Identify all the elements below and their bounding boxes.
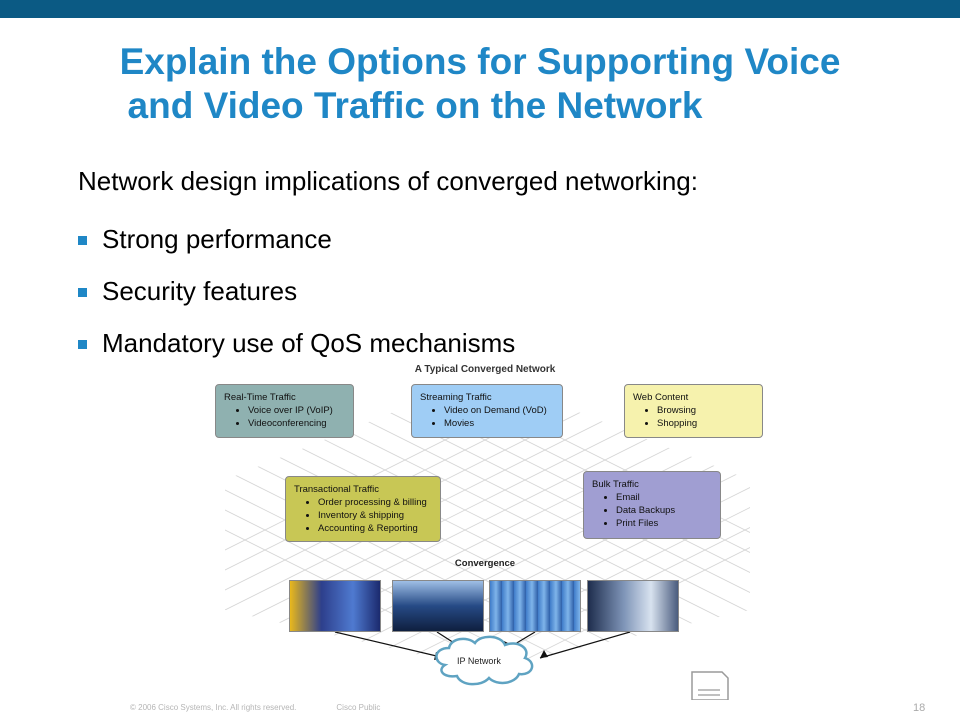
box-title: Web Content bbox=[633, 392, 689, 403]
square-bullet-icon bbox=[78, 287, 87, 297]
box-item: Video on Demand (VoD) bbox=[444, 404, 554, 417]
box-bulk-traffic: Bulk Traffic EmailData BackupsPrint File… bbox=[583, 471, 721, 539]
box-title: Streaming Traffic bbox=[420, 392, 492, 403]
diagram-title: A Typical Converged Network bbox=[414, 364, 556, 375]
box-item: Browsing bbox=[657, 404, 754, 417]
box-item: Accounting & Reporting bbox=[318, 522, 432, 535]
bullet-list: Strong performance Security features Man… bbox=[78, 213, 515, 369]
title-line-1: Explain the Options for Supporting Voice bbox=[119, 41, 841, 82]
title-line-2: and Video Traffic on the Network bbox=[127, 85, 703, 126]
box-transactional-traffic: Transactional Traffic Order processing &… bbox=[285, 476, 441, 542]
square-bullet-icon bbox=[78, 235, 87, 245]
photo-control-room bbox=[392, 580, 484, 632]
cloud-icon bbox=[435, 635, 534, 686]
document-icon bbox=[691, 671, 729, 700]
bullet-text: Mandatory use of QoS mechanisms bbox=[102, 327, 516, 358]
converged-network-diagram: A Typical Converged Network Real-Time Tr… bbox=[205, 360, 765, 700]
box-title: Real-Time Traffic bbox=[224, 392, 296, 403]
bullet-item: Security features bbox=[78, 265, 515, 317]
photo-network-devices bbox=[289, 580, 381, 632]
bullet-item: Strong performance bbox=[78, 213, 515, 265]
box-item: Order processing & billing bbox=[318, 496, 432, 509]
intro-text: Network design implications of converged… bbox=[78, 166, 698, 196]
box-item: Print Files bbox=[616, 517, 712, 530]
box-item: Videoconferencing bbox=[248, 417, 345, 430]
bullet-item: Mandatory use of QoS mechanisms bbox=[78, 317, 515, 369]
box-item: Shopping bbox=[657, 417, 754, 430]
bullet-text: Strong performance bbox=[102, 223, 332, 254]
box-streaming-traffic: Streaming Traffic Video on Demand (VoD)M… bbox=[411, 384, 563, 438]
top-bar bbox=[0, 0, 960, 18]
box-web-content: Web Content BrowsingShopping bbox=[624, 384, 763, 438]
photo-binary-data bbox=[489, 580, 581, 632]
footer-copyright: © 2006 Cisco Systems, Inc. All rights re… bbox=[130, 703, 297, 712]
photo-server-racks bbox=[587, 580, 679, 632]
box-item: Inventory & shipping bbox=[318, 509, 432, 522]
box-item: Voice over IP (VoIP) bbox=[248, 404, 345, 417]
footer: © 2006 Cisco Systems, Inc. All rights re… bbox=[130, 703, 380, 712]
slide-title: Explain the Options for Supporting Voice… bbox=[0, 40, 960, 128]
ip-network-label: IP Network bbox=[457, 656, 501, 666]
box-item: Data Backups bbox=[616, 504, 712, 517]
footer-classification: Cisco Public bbox=[336, 703, 381, 712]
convergence-label: Convergence bbox=[454, 558, 516, 569]
square-bullet-icon bbox=[78, 339, 87, 349]
box-item: Email bbox=[616, 491, 712, 504]
box-real-time-traffic: Real-Time Traffic Voice over IP (VoIP)Vi… bbox=[215, 384, 354, 438]
bullet-text: Security features bbox=[102, 275, 298, 306]
page-number: 18 bbox=[913, 702, 926, 714]
box-title: Transactional Traffic bbox=[294, 484, 380, 495]
box-title: Bulk Traffic bbox=[592, 479, 639, 490]
box-item: Movies bbox=[444, 417, 554, 430]
